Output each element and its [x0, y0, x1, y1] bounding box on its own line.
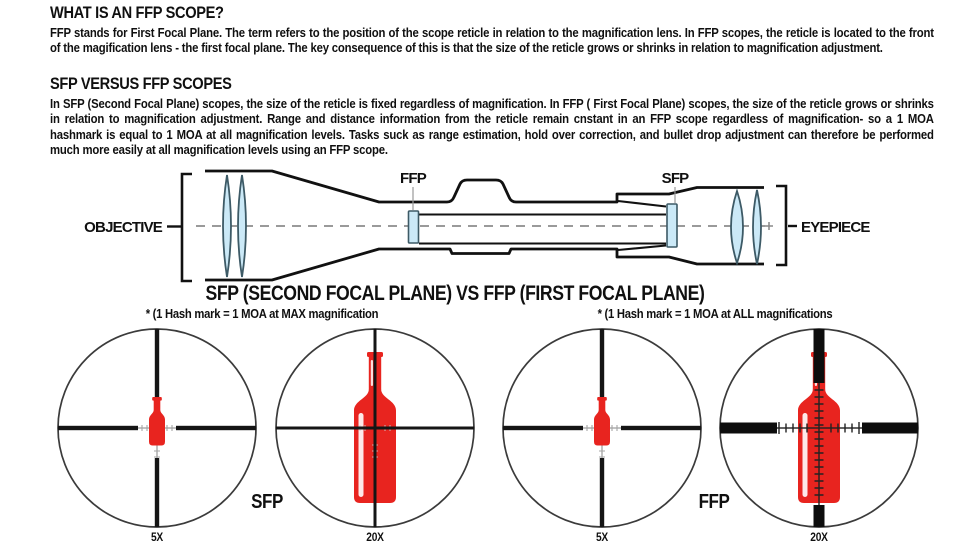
- ffp-group-label: FFP: [698, 491, 730, 513]
- reticle-sfp-20x: [275, 328, 475, 528]
- bottle-neck-highlight: [370, 360, 373, 386]
- mag-label-ffp-20x: 20X: [810, 530, 828, 544]
- crosshair: [276, 329, 474, 527]
- reticle-sfp-5x: [57, 328, 257, 528]
- mag-label-sfp-5x: 5X: [151, 530, 163, 544]
- sfp-group-label: SFP: [251, 491, 283, 513]
- bottle-target: [149, 397, 165, 446]
- bottle-target: [594, 397, 610, 446]
- mag-label-ffp-5x: 5X: [596, 530, 608, 544]
- crosshair: [720, 329, 918, 527]
- moa-hash-marks-horizontal: [778, 422, 860, 434]
- sfp-reticle-plane: [666, 203, 678, 248]
- objective-lenses: [222, 174, 247, 278]
- heading-sfp-versus-ffp: SFP VERSUS FFP SCOPES: [50, 74, 232, 93]
- comparison-title: SFP (SECOND FOCAL PLANE) VS FFP (FIRST F…: [205, 281, 705, 305]
- eyepiece-label: EYEPIECE: [801, 219, 870, 236]
- scope-cross-section-diagram: OBJECTIVE FFP SFP EYEPIECE: [84, 169, 871, 283]
- eyepiece-lenses: [730, 188, 762, 266]
- paragraph-sfp-versus-ffp: In SFP (Second Focal Plane) scopes, the …: [50, 97, 934, 158]
- bottle-highlight: [358, 413, 364, 497]
- reticle-ffp-5x: [502, 328, 702, 528]
- scope-body-outline: [205, 169, 764, 282]
- objective-bracket: [180, 172, 192, 283]
- objective-label: OBJECTIVE: [84, 219, 163, 236]
- eye-point-cross-icon: [765, 222, 773, 230]
- sfp-position-label: SFP: [662, 170, 690, 187]
- ffp-reticle-plane: [407, 210, 420, 244]
- bottle-highlight: [802, 413, 808, 497]
- ffp-position-label: FFP: [400, 170, 427, 187]
- heading-what-is-ffp: WHAT IS AN FFP SCOPE?: [50, 3, 224, 22]
- eyepiece-bracket: [776, 184, 788, 267]
- moa-hash-marks-vertical: [814, 389, 824, 496]
- reticle-ffp-20x: [719, 328, 919, 528]
- ffp-hashmark-note: * (1 Hash mark = 1 MOA at ALL magnificat…: [597, 306, 833, 321]
- paragraph-what-is-ffp: FFP stands for First Focal Plane. The te…: [50, 26, 934, 56]
- sfp-hashmark-note: * (1 Hash mark = 1 MOA at MAX magnificat…: [145, 306, 379, 321]
- mag-label-sfp-20x: 20X: [366, 530, 384, 544]
